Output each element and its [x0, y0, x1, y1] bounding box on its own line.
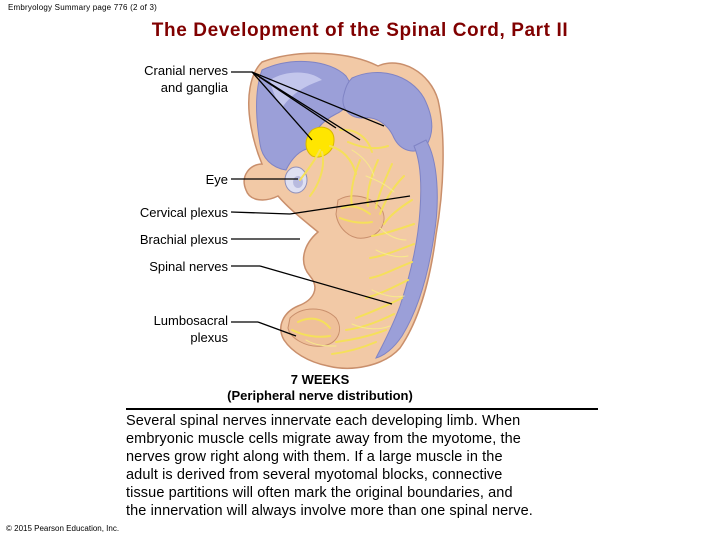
body-text-line: tissue partitions will often mark the or… [126, 485, 513, 501]
label-lumbosacral-plexus: Lumbosacral plexus [154, 312, 228, 346]
body-text-line: nerves grow right along with them. If a … [126, 449, 503, 465]
caption-rule [126, 408, 598, 410]
nerve-network [291, 128, 415, 355]
spinal-cord [375, 139, 438, 359]
label-cranial-line2: and ganglia [160, 80, 228, 95]
body-text-line: adult is derived from several myotomal b… [126, 467, 503, 483]
body-text-line: embryonic muscle cells migrate away from… [126, 431, 521, 447]
hindbrain [342, 71, 433, 152]
label-eye: Eye [205, 172, 228, 187]
nerve-fine-branches [305, 149, 409, 347]
label-brachial-plexus: Brachial plexus [139, 232, 228, 247]
body-text-line: the innervation will always involve more… [126, 503, 533, 519]
trigeminal-ganglion [305, 126, 335, 158]
label-cranial-nerves: Cranial nerves and ganglia [144, 62, 228, 96]
stage-line1: 7 WEEKS [290, 372, 350, 387]
running-head: Embryology Summary page 776 (2 of 3) [8, 3, 158, 12]
leader-lines [230, 71, 411, 337]
label-spinal-nerves: Spinal nerves [149, 259, 228, 274]
body-text: Several spinal nerves innervate each dev… [126, 412, 606, 520]
body-text-line: Several spinal nerves innervate each dev… [126, 413, 521, 429]
stage-line2: (Peripheral nerve distribution) [227, 388, 413, 403]
copyright: © 2015 Pearson Education, Inc. [6, 524, 120, 533]
label-cervical-plexus: Cervical plexus [139, 205, 228, 220]
label-lumbosacral-line1: Lumbosacral [153, 313, 228, 328]
label-lumbosacral-line2: plexus [190, 330, 228, 345]
slide-title: The Development of the Spinal Cord, Part… [151, 20, 569, 41]
label-cranial-line1: Cranial nerves [144, 63, 228, 78]
